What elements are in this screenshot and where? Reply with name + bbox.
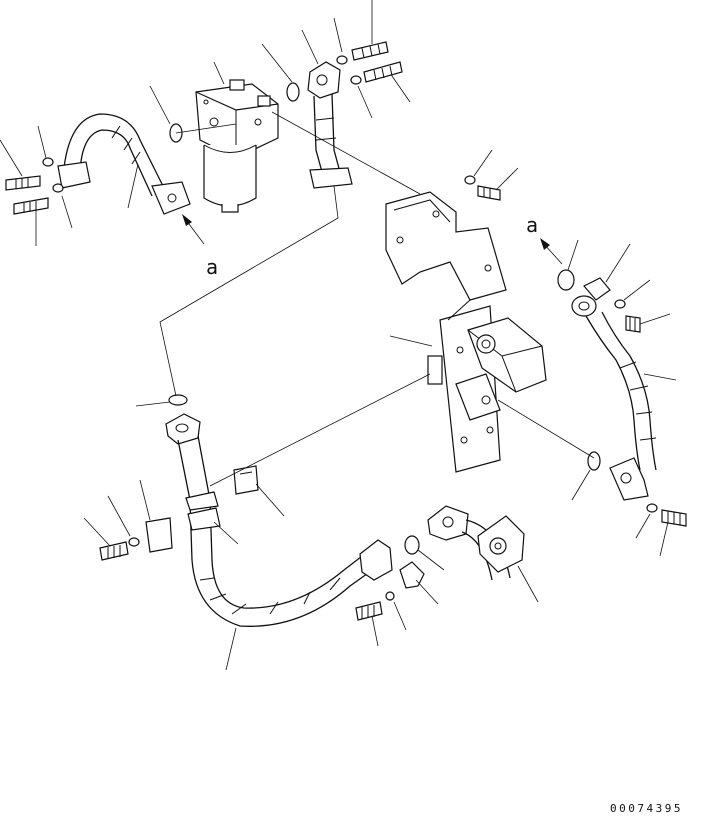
right-hose xyxy=(557,269,687,527)
left-upper-hose xyxy=(57,113,191,215)
lower-elbow-fitting xyxy=(427,505,525,581)
connection-lines xyxy=(159,111,595,487)
view-label-a-left: a xyxy=(206,255,218,279)
top-bolts xyxy=(336,41,403,85)
view-arrow-right xyxy=(540,238,563,265)
serial-number: 00074395 xyxy=(610,802,683,815)
view-arrow-left xyxy=(182,214,205,245)
bracket-bolt xyxy=(464,175,501,201)
lower-center-fittings xyxy=(355,535,425,621)
filter-assembly xyxy=(195,79,279,213)
view-label-a-right: a xyxy=(526,213,538,237)
valve-block xyxy=(455,317,547,421)
o-ring-seal xyxy=(286,82,300,102)
leader-lines xyxy=(0,0,677,671)
left-bolts xyxy=(5,157,64,215)
lower-left-clamp xyxy=(99,465,259,561)
upper-center-hose xyxy=(307,61,353,189)
lower-long-hose xyxy=(165,394,393,627)
